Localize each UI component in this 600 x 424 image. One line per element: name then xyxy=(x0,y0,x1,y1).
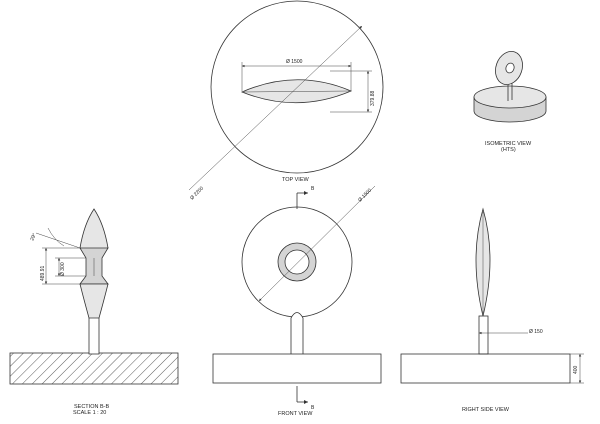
front-dim-diameter-line xyxy=(258,185,376,302)
top-dim-length: Ø 1500 xyxy=(286,59,303,65)
right-side-view: Ø 150 400 RIGHT SIDE VIEW xyxy=(400,207,584,413)
section-dim-hole: Ø 300 xyxy=(60,262,66,276)
top-view-title: TOP VIEW xyxy=(282,177,310,183)
top-dim-diameter-line xyxy=(188,25,363,191)
section-dim-height: 489.91 xyxy=(40,265,46,281)
front-dim-diameter: Ø 1500 xyxy=(357,187,373,203)
front-view-title: FRONT VIEW xyxy=(278,411,313,417)
section-view: 489.91 Ø 300 29° SECTION B-B SCALE 1 : 2… xyxy=(9,208,179,416)
section-ground-hatch xyxy=(9,352,179,385)
top-dim-thickness: 379.88 xyxy=(370,90,376,106)
section-title-2: SCALE 1 : 20 xyxy=(73,410,106,416)
section-marker-bottom-label: B xyxy=(311,405,315,411)
right-dim-stem: Ø 150 xyxy=(529,329,543,335)
isometric-view: ISOMETRIC VIEW (HTS) xyxy=(473,51,547,153)
iso-title-2: (HTS) xyxy=(501,147,516,153)
front-hub-inner xyxy=(284,249,310,275)
section-marker-top-label: B xyxy=(311,186,315,192)
right-base xyxy=(400,353,571,384)
front-view: Ø 1500 B B FRONT VIEW xyxy=(212,185,382,417)
iso-disc-hole xyxy=(505,62,515,74)
right-view-title: RIGHT SIDE VIEW xyxy=(462,407,510,413)
section-dim-angle-arc xyxy=(47,227,65,247)
right-dim-base: 400 xyxy=(573,365,579,374)
iso-title-1: ISOMETRIC VIEW xyxy=(485,141,532,147)
section-dim-angle: 29° xyxy=(29,232,38,241)
top-view-lens-center xyxy=(243,90,350,93)
section-blade-lower xyxy=(79,283,109,319)
front-base xyxy=(212,353,382,384)
front-stem xyxy=(290,312,304,354)
right-stem xyxy=(478,315,489,355)
top-view-disc xyxy=(210,0,384,174)
section-title-1: SECTION B-B xyxy=(74,404,109,410)
iso-base-top xyxy=(473,85,547,109)
top-view: Ø 1500 379.88 Ø 2200 TOP VIEW xyxy=(188,0,384,201)
